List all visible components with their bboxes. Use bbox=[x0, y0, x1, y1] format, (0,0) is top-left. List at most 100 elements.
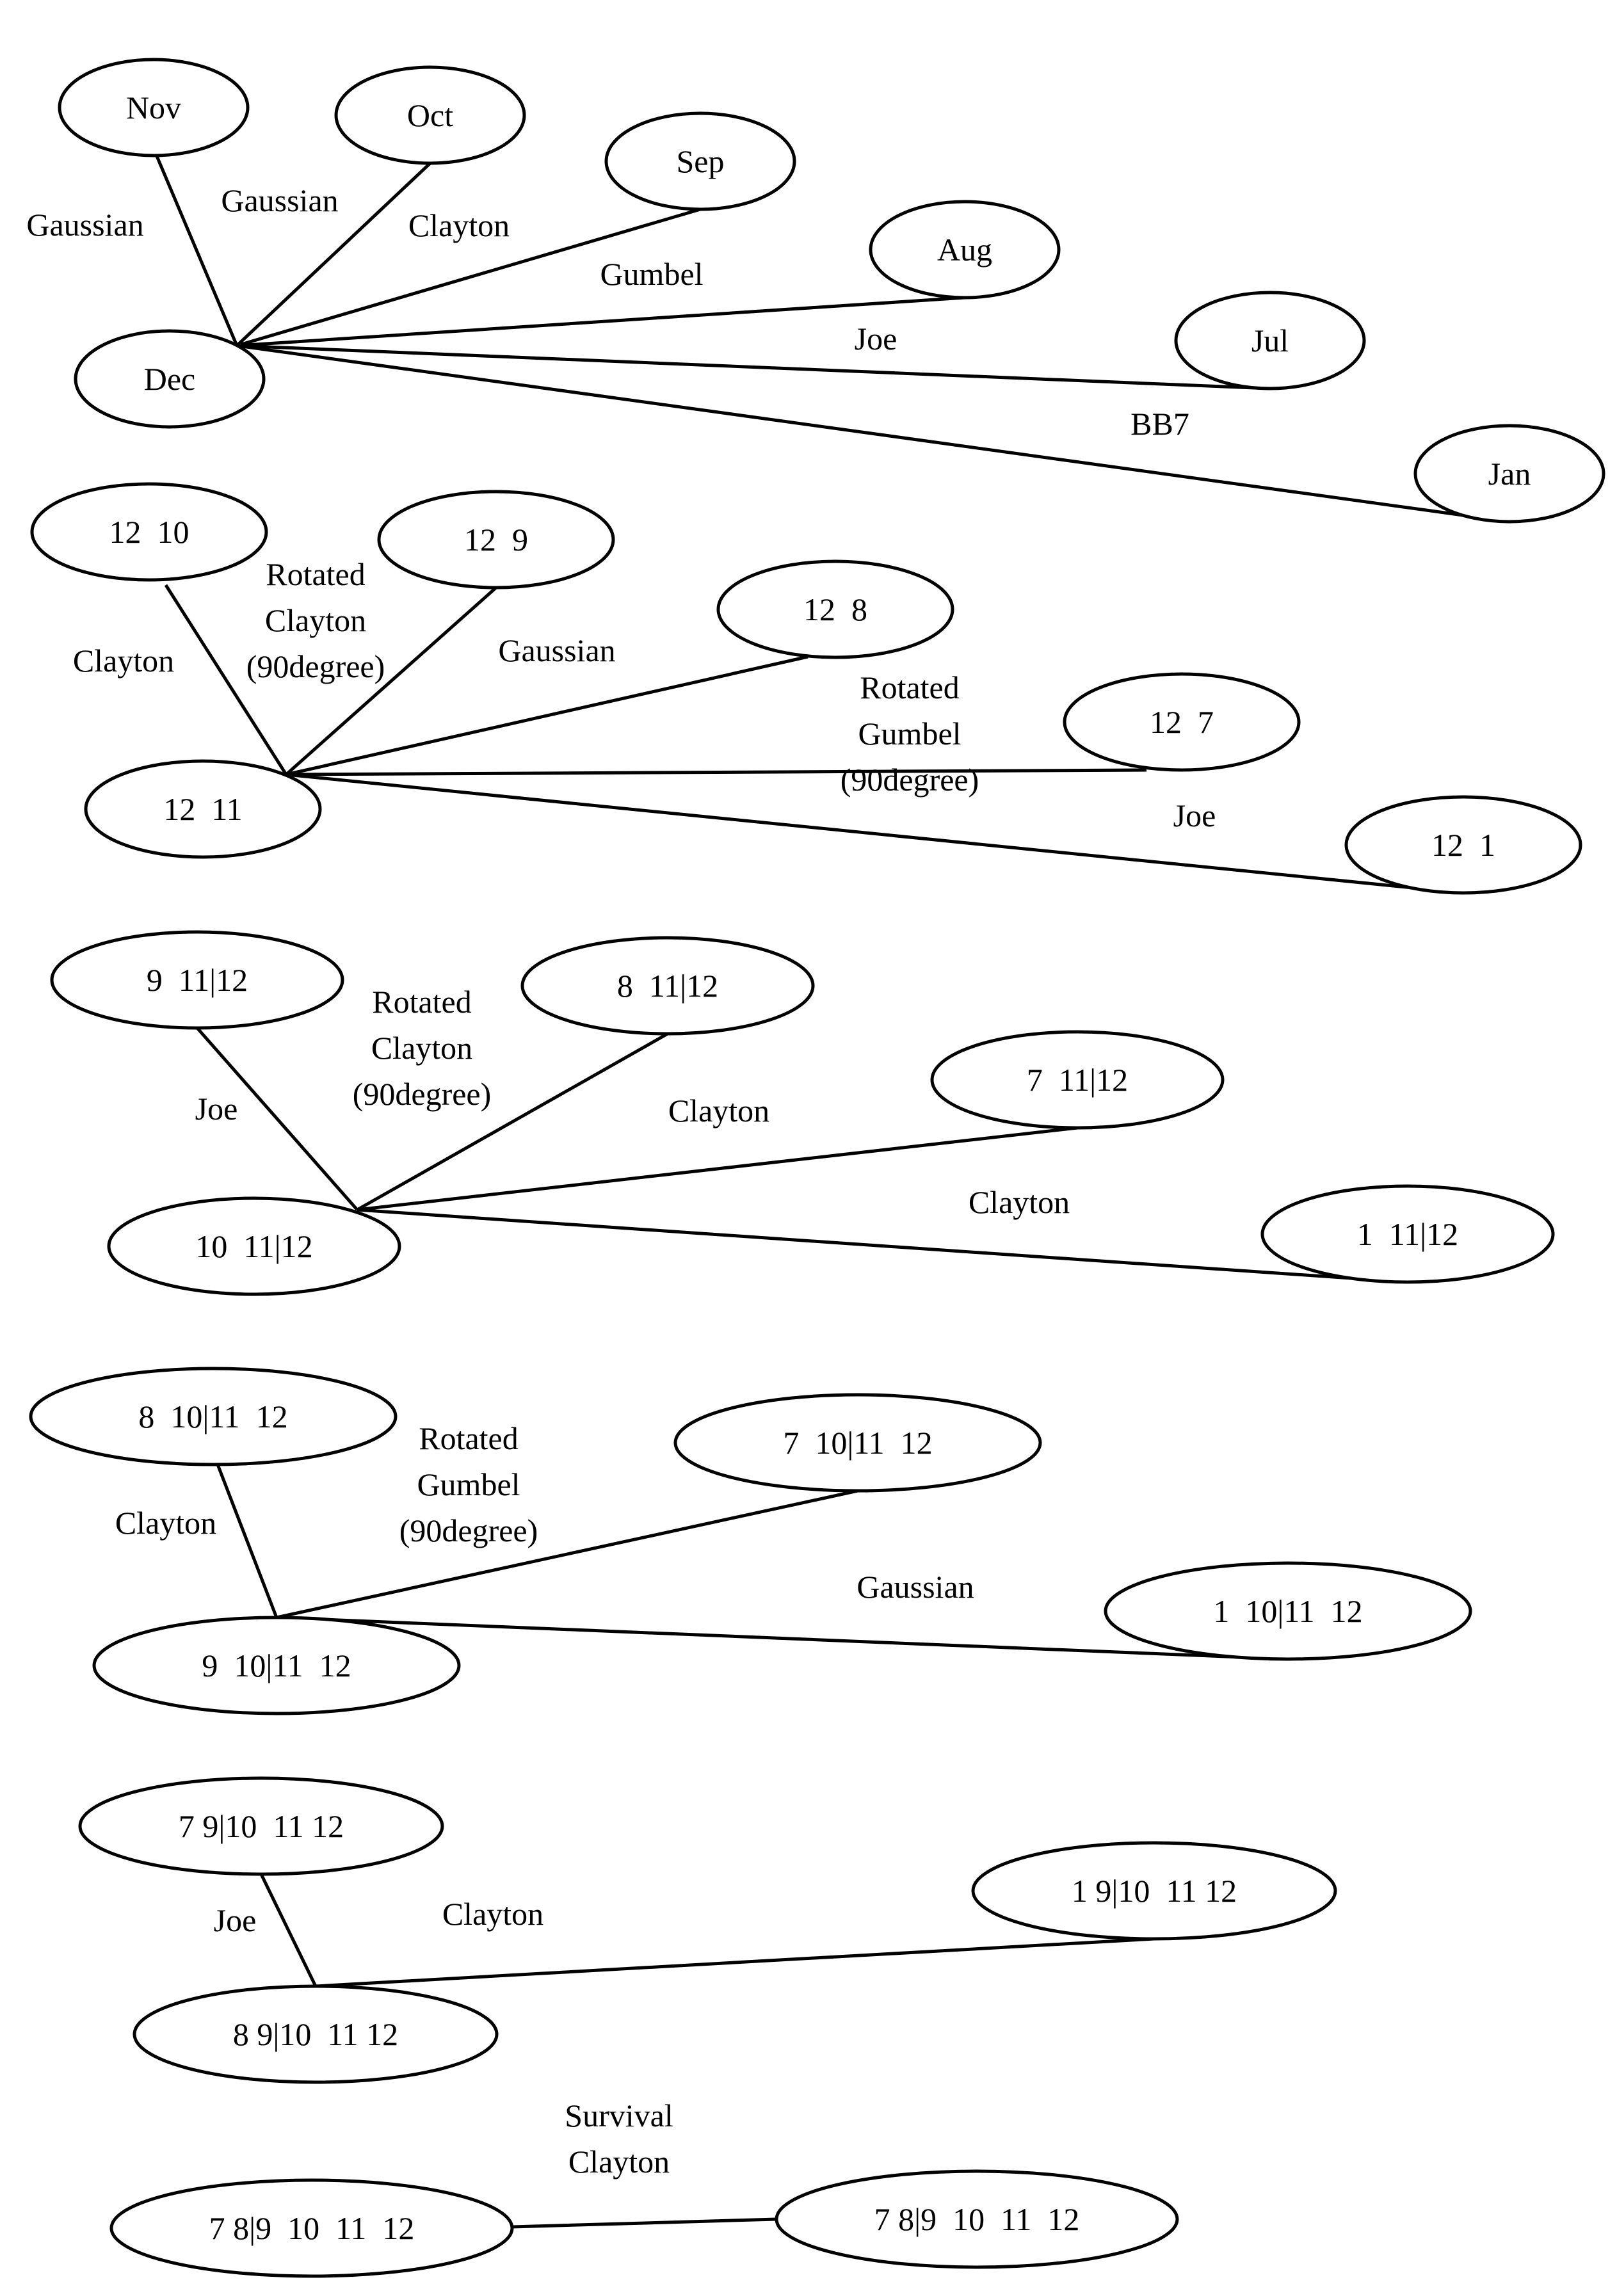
node-n7_10: 7 10|11 12 bbox=[673, 1393, 1042, 1493]
node-dec: Dec bbox=[74, 329, 266, 429]
edge-line-dec-aug bbox=[236, 296, 965, 348]
edge-label-line: Clayton bbox=[73, 643, 174, 678]
node-ellipse bbox=[78, 1776, 444, 1876]
edge-line-dec-sep bbox=[236, 207, 701, 348]
node-label: 8 9|10 11 12 bbox=[233, 2016, 398, 2052]
node-ellipse bbox=[1260, 1184, 1555, 1284]
edge-label-line: Gaussian bbox=[498, 632, 615, 668]
edge-label-line: Gumbel bbox=[858, 716, 961, 751]
node-ellipse bbox=[869, 200, 1061, 300]
edge-label-n8_9-n1_9: Clayton bbox=[442, 1896, 543, 1932]
edge-line-n8_9-n1_9 bbox=[315, 1937, 1155, 1988]
node-n1_10: 1 10|11 12 bbox=[1104, 1561, 1472, 1661]
node-label: 12 8 bbox=[803, 591, 867, 627]
node-label: 7 10|11 12 bbox=[783, 1425, 932, 1461]
edge-label-line: Joe bbox=[195, 1091, 238, 1127]
node-label: 12 9 bbox=[464, 522, 528, 558]
edge-line-n12_11-n12_9 bbox=[285, 586, 497, 776]
node-ellipse bbox=[334, 65, 526, 165]
node-ellipse bbox=[1104, 1561, 1472, 1661]
node-ellipse bbox=[604, 111, 796, 211]
edge-label-line: (90degree) bbox=[353, 1076, 492, 1112]
tree5-nodes: 7 9|10 11 121 9|10 11 128 9|10 11 12 bbox=[78, 1776, 1337, 2084]
edge-line-n12_11-n12_7 bbox=[286, 768, 1147, 776]
node-n8_11_12: 8 11|12 bbox=[520, 936, 815, 1036]
node-label: 8 10|11 12 bbox=[138, 1399, 287, 1434]
node-label: 12 1 bbox=[1431, 827, 1495, 863]
edge-label-dec-jan: BB7 bbox=[1130, 406, 1189, 442]
node-ellipse bbox=[1174, 291, 1366, 390]
node-ellipse bbox=[775, 2169, 1179, 2269]
tree2-edges bbox=[164, 584, 1464, 895]
node-label: 1 11|12 bbox=[1357, 1216, 1458, 1252]
edge-line-n12_11-n12_10 bbox=[164, 584, 288, 776]
tree3-edges bbox=[196, 1027, 1408, 1284]
edge-label-n12_11-n12_1: Joe bbox=[1173, 798, 1216, 833]
edge-label-line: Clayton bbox=[408, 207, 510, 243]
node-ellipse bbox=[971, 1841, 1337, 1941]
node-label: 9 10|11 12 bbox=[202, 1648, 351, 1683]
node-n8_10: 8 10|11 12 bbox=[29, 1367, 398, 1466]
node-ellipse bbox=[30, 482, 268, 582]
edge-label-line: Gaussian bbox=[221, 182, 338, 218]
node-n1_11_12: 1 11|12 bbox=[1260, 1184, 1555, 1284]
node-ellipse bbox=[92, 1616, 461, 1715]
edge-label-line: Survival bbox=[565, 2098, 673, 2133]
node-label: Jul bbox=[1251, 323, 1289, 358]
tree5-edge-labels: Joe Clayton bbox=[214, 1896, 543, 1938]
edge-label-line: Clayton bbox=[969, 1184, 1070, 1220]
node-label: 1 10|11 12 bbox=[1213, 1593, 1362, 1629]
edge-label-line: Rotated bbox=[419, 1420, 519, 1456]
node-n9_10: 9 10|11 12 bbox=[92, 1616, 461, 1715]
node-n8_9: 8 9|10 11 12 bbox=[133, 1984, 499, 2084]
node-n12_1: 12 1 bbox=[1344, 795, 1582, 895]
edge-line-n10_11_12-n7_11_12 bbox=[357, 1126, 1078, 1212]
edge-line-n9_10-n1_10 bbox=[276, 1616, 1289, 1661]
tree4-edges bbox=[216, 1464, 1289, 1661]
node-ellipse bbox=[58, 58, 250, 157]
node-n12_11: 12 11 bbox=[84, 759, 322, 859]
edge-label-dec-sep: Clayton bbox=[408, 207, 510, 243]
tree6-nodes: 7 8|9 10 11 12 7 8|9 10 11 12 bbox=[109, 2169, 1179, 2278]
node-ellipse bbox=[50, 930, 344, 1030]
node-n10_11_12: 10 11|12 bbox=[107, 1196, 401, 1296]
node-ellipse bbox=[1344, 795, 1582, 895]
edge-label-line: Clayton bbox=[668, 1093, 769, 1128]
edge-label-line: Joe bbox=[214, 1902, 257, 1938]
edge-label-n12_11-n12_8: Gaussian bbox=[498, 632, 615, 668]
edge-line-n9_10-n7_10 bbox=[276, 1489, 858, 1619]
node-ellipse bbox=[107, 1196, 401, 1296]
node-ellipse bbox=[673, 1393, 1042, 1493]
edge-label-dec-nov: Gaussian bbox=[26, 207, 143, 243]
edge-label-line: Rotated bbox=[372, 984, 472, 1020]
node-label: 7 8|9 10 11 12 bbox=[209, 2210, 415, 2246]
edge-label-dec-jul: Joe bbox=[855, 321, 897, 357]
node-n78_b: 7 8|9 10 11 12 bbox=[775, 2169, 1179, 2269]
edge-label-line: Joe bbox=[1173, 798, 1216, 833]
edge-label-line: Clayton bbox=[115, 1505, 216, 1541]
node-jul: Jul bbox=[1174, 291, 1366, 390]
node-ellipse bbox=[74, 329, 266, 429]
edge-line-n78_a-n78_b bbox=[511, 2217, 777, 2229]
edge-line-n10_11_12-n8_11_12 bbox=[356, 1032, 669, 1212]
edge-label-line: Joe bbox=[855, 321, 897, 357]
edge-label-line: Gaussian bbox=[26, 207, 143, 243]
edge-label-line: Gumbel bbox=[600, 256, 703, 292]
edge-label-n10_11_12-n9_11_12: Joe bbox=[195, 1091, 238, 1127]
tree4-nodes: 8 10|11 12 7 10|11 12 1 10|11 12 9 10|11 12 bbox=[29, 1367, 1472, 1715]
node-label: 8 11|12 bbox=[617, 968, 718, 1004]
edge-label-n9_10-n8_10: Clayton bbox=[115, 1505, 216, 1541]
edge-label-line: Clayton bbox=[442, 1896, 543, 1932]
node-n12_9: 12 9 bbox=[377, 490, 615, 590]
node-n12_10: 12 10 bbox=[30, 482, 268, 582]
node-label: 7 8|9 10 11 12 bbox=[874, 2201, 1080, 2237]
